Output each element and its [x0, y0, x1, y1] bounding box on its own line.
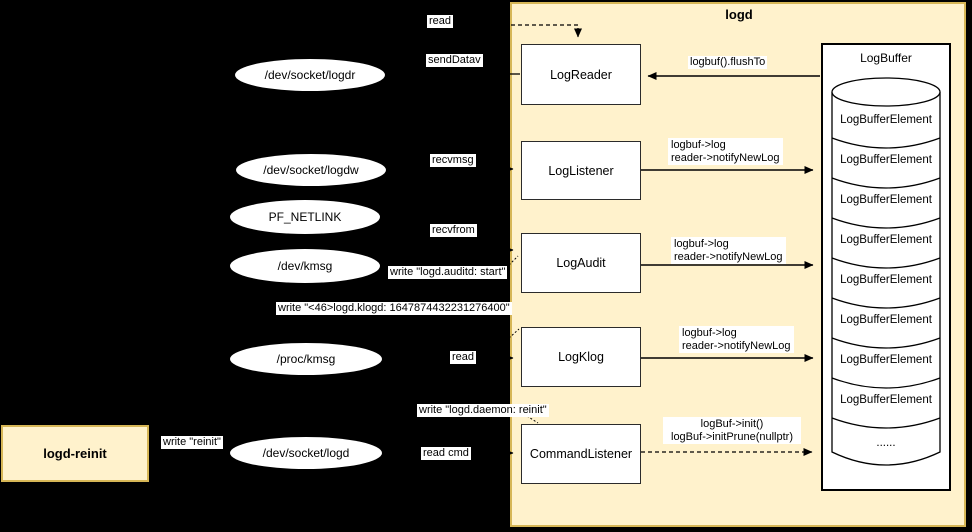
- edge-label-write-reinit: write "reinit": [161, 436, 223, 449]
- edge-label-notifynewlog: reader->notifyNewLog: [674, 250, 783, 263]
- logbuffer-ellipsis-label: ......: [876, 437, 896, 449]
- node-commandlistener: CommandListener: [521, 424, 641, 484]
- klogd-label-leader: [508, 328, 520, 339]
- edge-label-flushto: logbuf().flushTo: [688, 56, 768, 69]
- edge-label-listener-calls: logbuf->log reader->notifyNewLog: [668, 138, 783, 165]
- edge-label-write-klogd: write "<46>logd.klogd: 16478744322312764…: [276, 302, 512, 315]
- logbufferelement-label: LogBufferElement: [840, 274, 932, 286]
- edge-label-logbuf-log: logbuf->log: [671, 139, 726, 151]
- edge-label-recvmsg: recvmsg: [430, 154, 476, 167]
- logbufferelement-label: LogBufferElement: [840, 314, 932, 326]
- logbufferelement-label: LogBufferElement: [840, 194, 932, 206]
- auditd-label-leader: [508, 255, 519, 266]
- edge-label-read-proc: read: [450, 351, 477, 364]
- edge-label-audit-calls: logbuf->log reader->notifyNewLog: [671, 237, 786, 264]
- edge-label-cmd-calls: logBuf->init() logBuf->initPrune(nullptr…: [663, 417, 801, 444]
- logbufferelement-label: LogBufferElement: [840, 234, 932, 246]
- logbuffer-title: LogBuffer: [860, 51, 912, 65]
- node-loglistener: LogListener: [521, 141, 641, 200]
- node-logaudit: LogAudit: [521, 233, 641, 293]
- node-proc-kmsg: /proc/kmsg: [230, 343, 382, 375]
- node-pf-netlink: PF_NETLINK: [230, 200, 380, 234]
- node-dev-socket-logdr: /dev/socket/logdr: [235, 59, 385, 91]
- edge-label-read: read: [427, 15, 454, 28]
- logbufferelement-label: LogBufferElement: [840, 154, 932, 166]
- read-dashed-arrow: [511, 24, 582, 38]
- node-dev-socket-logd: /dev/socket/logd: [230, 437, 382, 469]
- edge-label-recvfrom: recvfrom: [430, 224, 477, 237]
- edge-label-notifynewlog: reader->notifyNewLog: [671, 151, 780, 164]
- node-logreader: LogReader: [521, 44, 641, 105]
- edge-label-initprune: logBuf->initPrune(nullptr): [671, 430, 793, 443]
- node-dev-kmsg: /dev/kmsg: [230, 249, 380, 283]
- edge-label-write-auditd: write "logd.auditd: start": [388, 266, 508, 279]
- edge-label-logbuf-log: logbuf->log: [674, 238, 729, 250]
- edge-label-klog-calls: logbuf->log reader->notifyNewLog: [679, 326, 794, 353]
- logbufferelement-label: LogBufferElement: [840, 394, 932, 406]
- logbuffer-cylinder: [831, 77, 941, 466]
- edge-label-notifynewlog: reader->notifyNewLog: [682, 339, 791, 352]
- node-dev-socket-logdw: /dev/socket/logdw: [236, 154, 386, 186]
- edge-label-logbuf-log: logbuf->log: [682, 327, 737, 339]
- edge-label-write-daemon: write "logd.daemon: reinit": [417, 404, 549, 417]
- edge-label-senddatav: sendDatav: [426, 54, 483, 67]
- daemon-label-leader: [526, 415, 539, 424]
- node-logklog: LogKlog: [521, 327, 641, 387]
- edge-label-init: logBuf->init(): [700, 418, 764, 430]
- logd-panel-title: logd: [725, 7, 753, 22]
- logbufferelement-label: LogBufferElement: [840, 114, 932, 126]
- node-logd-reinit: logd-reinit: [1, 425, 149, 482]
- logbufferelement-label: LogBufferElement: [840, 354, 932, 366]
- edge-label-read-cmd: read cmd: [421, 447, 471, 460]
